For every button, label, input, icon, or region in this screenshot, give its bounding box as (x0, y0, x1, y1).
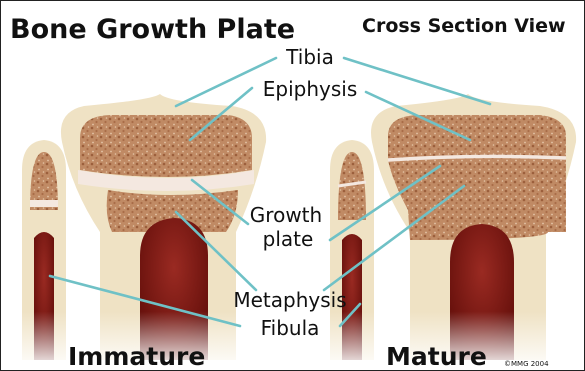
view-label: Cross Section View (362, 15, 566, 37)
label-metaphysis: Metaphysis (233, 288, 346, 312)
copyright: ©MMG 2004 (504, 360, 549, 368)
label-epiphysis: Epiphysis (263, 77, 358, 101)
label-tibia: Tibia (285, 45, 334, 69)
label-growth: Growth (250, 203, 322, 227)
label-fibula: Fibula (261, 316, 320, 340)
caption-mature: Mature (386, 342, 487, 371)
label-plate: plate (263, 227, 314, 251)
immature-epiphysis-region (80, 115, 252, 177)
caption-immature: Immature (68, 342, 205, 371)
title: Bone Growth Plate (10, 14, 295, 45)
